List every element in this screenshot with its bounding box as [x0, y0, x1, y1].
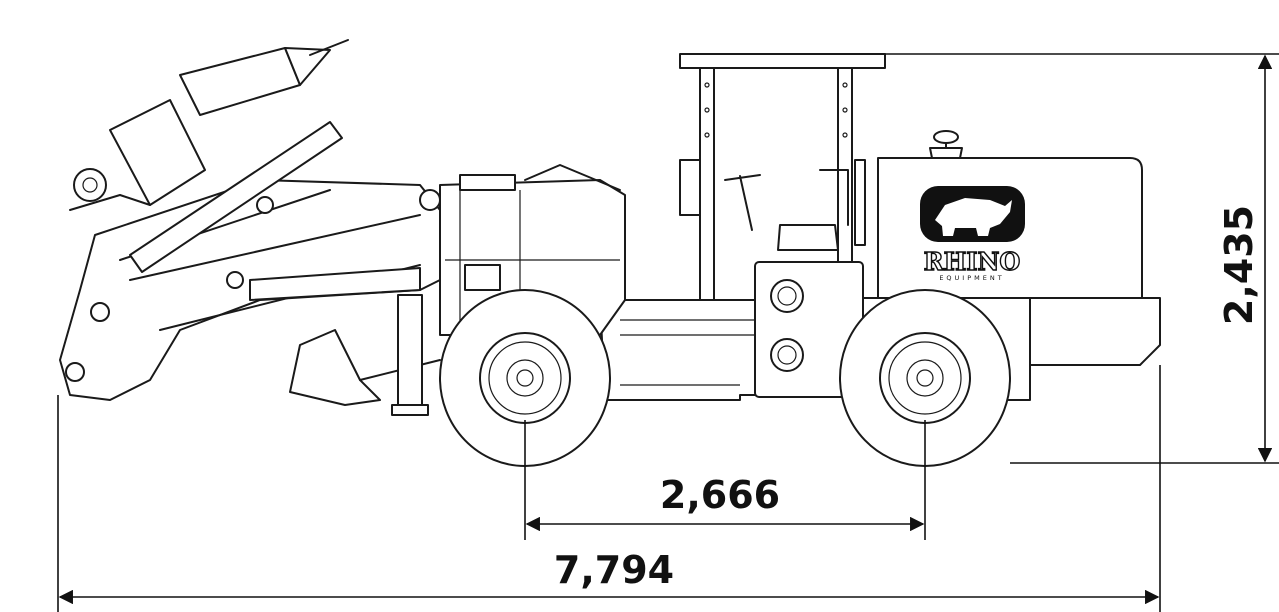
dimension-lines: 2,666 7,794 2,435 — [57, 53, 1279, 612]
logo-brand-text: RHINO — [924, 247, 1021, 276]
breaker-hammer — [179, 47, 301, 116]
front-wheel — [439, 289, 611, 467]
boom-cylinder-lower — [249, 267, 421, 301]
rear-wheel — [839, 289, 1011, 467]
operator-seat — [777, 224, 839, 251]
stabilizer-blade — [289, 329, 381, 406]
overall-length-label: 7,794 — [554, 548, 674, 592]
front-body — [439, 179, 626, 336]
logo-subtext: EQUIPMENT — [939, 274, 1004, 282]
boom-cylinder-upper — [129, 121, 343, 273]
breaker-chisel — [309, 39, 349, 56]
exhaust-cap — [929, 147, 963, 159]
machine-body — [59, 39, 1161, 467]
breaker-bracket — [109, 99, 206, 206]
height-label: 2,435 — [1217, 205, 1261, 325]
counterweight — [1029, 297, 1161, 366]
jack-cylinder — [397, 294, 423, 411]
steering-wheel — [724, 174, 761, 231]
rhino-logo: RHINO EQUIPMENT — [920, 186, 1025, 282]
canopy-roof — [679, 53, 886, 69]
wheelbase-label: 2,666 — [660, 473, 780, 517]
rhino-icon — [935, 198, 1012, 236]
